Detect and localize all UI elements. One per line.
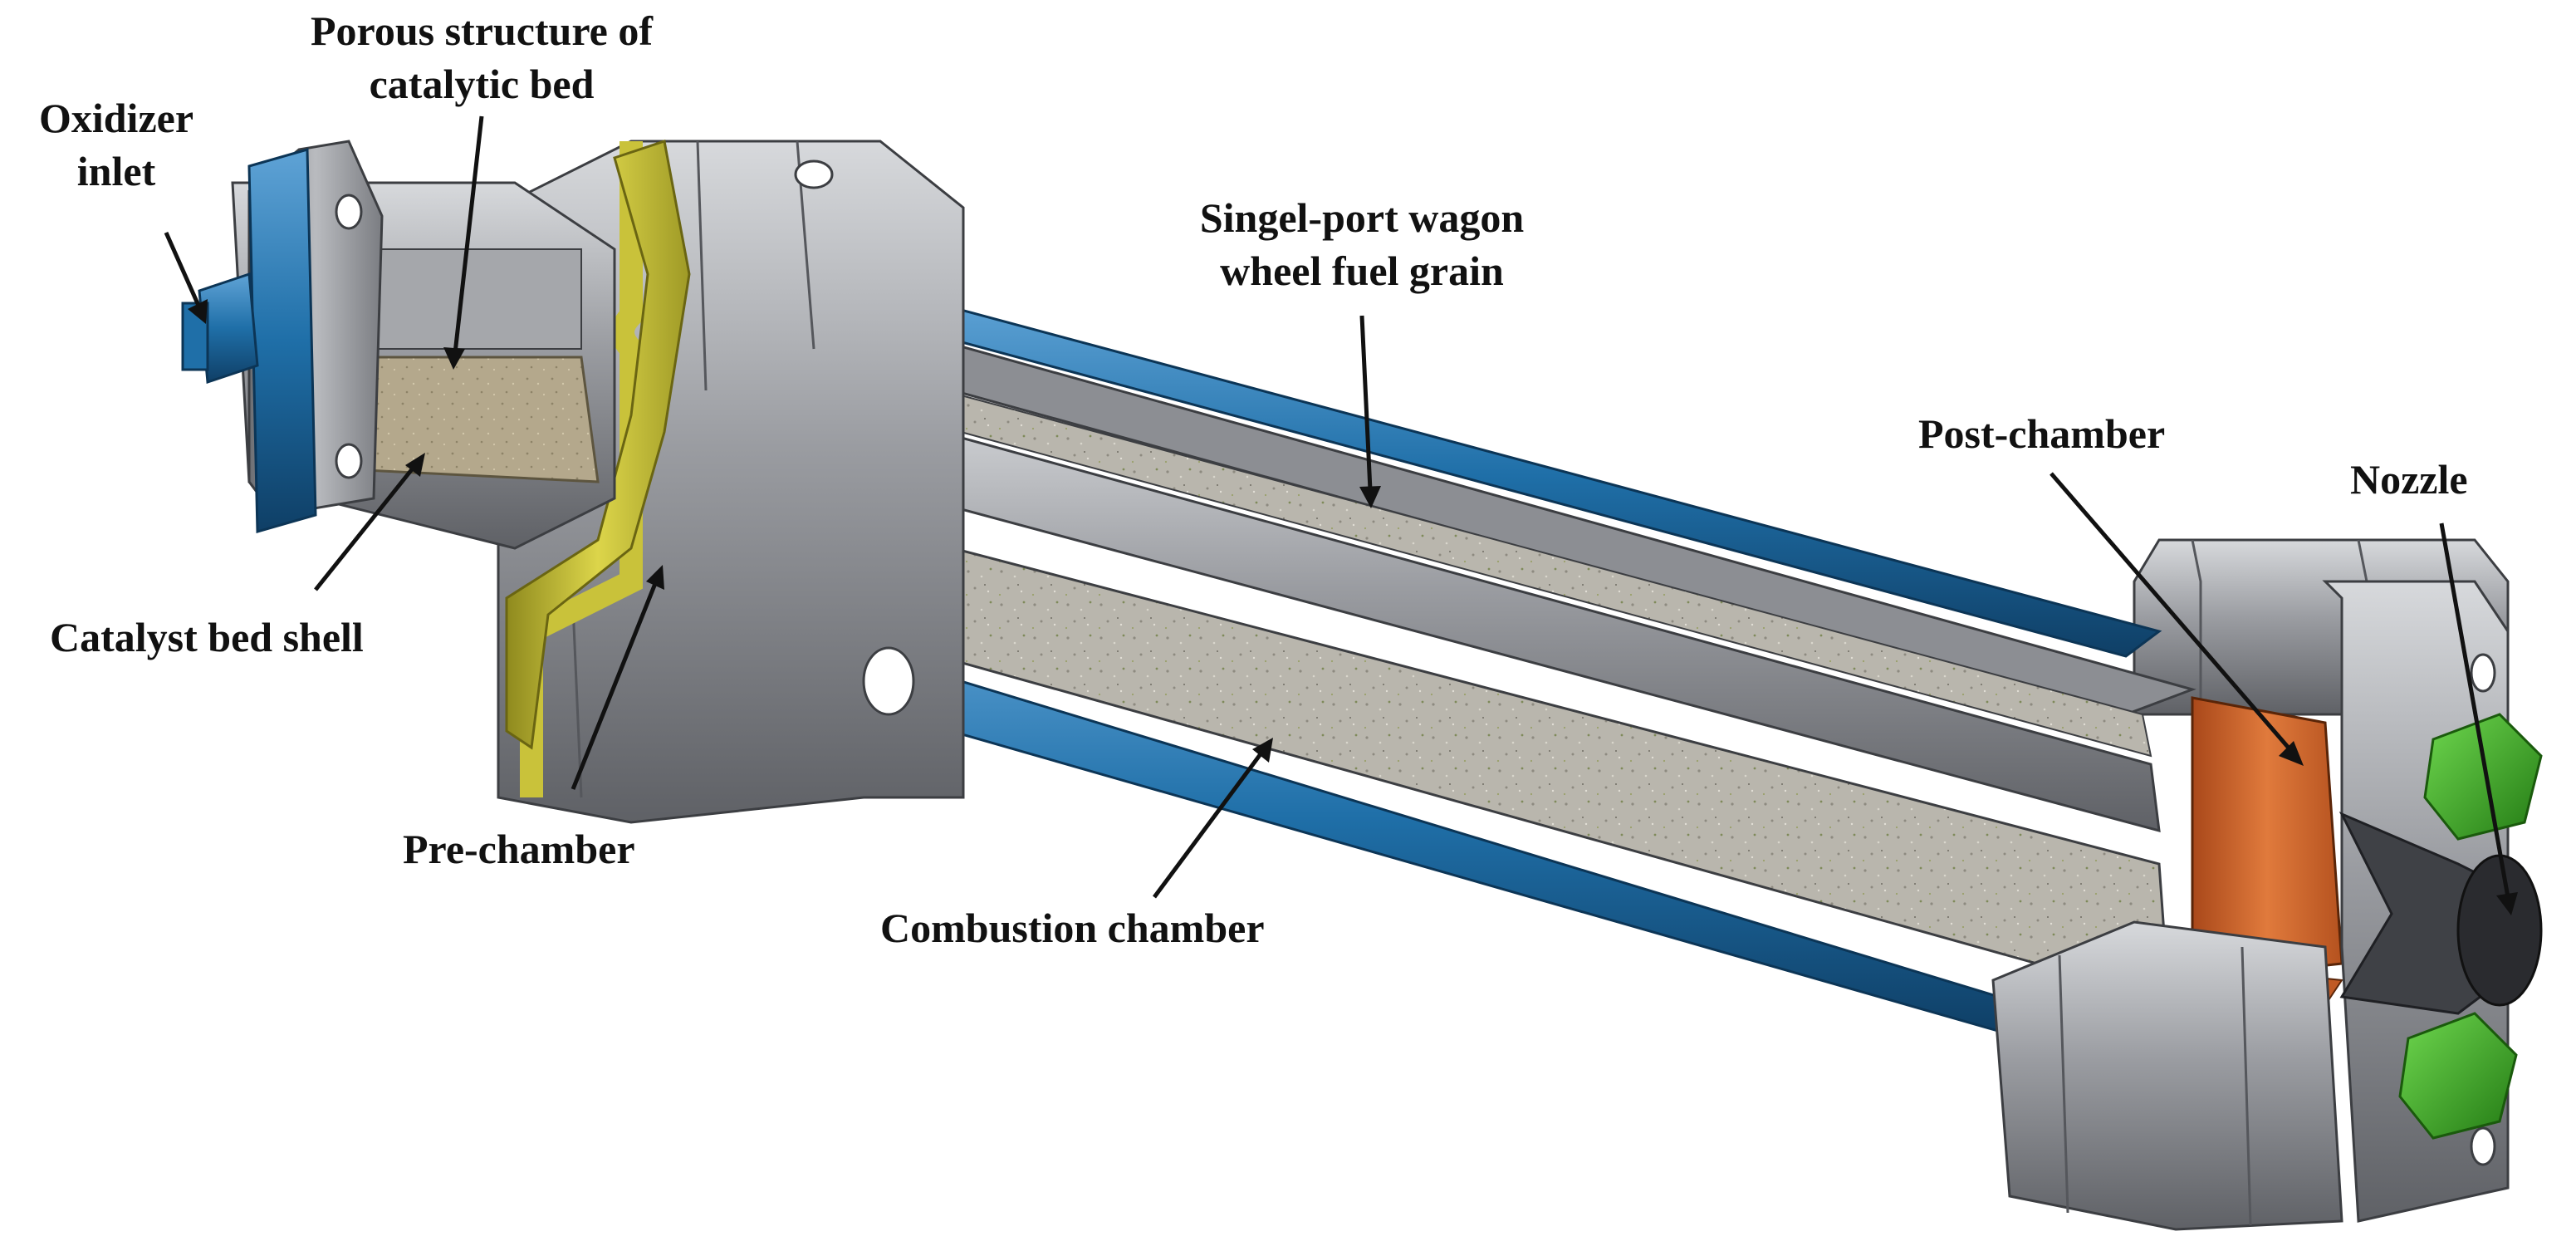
arrow-porous-structure [453,115,484,354]
arrowhead-catalyst-bed-shell [405,453,425,477]
arrowhead-oxidizer-inlet [188,299,208,324]
label-porous-structure-line-1: Porous structure of [311,7,653,54]
label-nozzle-text: Nozzle [2350,456,2468,503]
yellow-gasket [505,140,691,750]
arrow-pre-chamber [571,581,659,790]
label-oxidizer-inlet-line-1: Oxidizer [38,95,194,141]
label-post-chamber-text: Post-chamber [1918,410,2166,457]
label-nozzle: Nozzle [2350,453,2468,506]
label-fuel-grain-line-2: wheel fuel grain [1220,248,1504,294]
oxidizer-inlet-port [181,272,259,385]
label-combustion-chamber-text: Combustion chamber [880,905,1265,951]
arrowhead-combustion-chamber [1252,738,1273,763]
label-pre-chamber: Pre-chamber [403,822,635,876]
arrowhead-post-chamber [2279,741,2304,766]
arrowhead-porous-structure [443,347,465,370]
arrow-fuel-grain [1359,315,1373,491]
label-catalyst-bed-shell-text: Catalyst bed shell [50,614,364,660]
label-pre-chamber-text: Pre-chamber [403,826,635,872]
arrow-combustion-chamber [1152,750,1265,899]
label-oxidizer-inlet: Oxidizer inlet [8,91,224,198]
label-fuel-grain-line-1: Singel-port wagon [1199,194,1525,241]
label-porous-structure: Porous structure of catalytic bed [249,4,714,110]
arrow-post-chamber [2050,472,2294,753]
label-catalyst-bed-shell: Catalyst bed shell [50,611,364,664]
label-fuel-grain: Singel-port wagon wheel fuel grain [1104,191,1619,297]
arrow-nozzle [2439,522,2510,898]
arrow-oxidizer-inlet [164,231,202,309]
arrowhead-nozzle [2496,892,2518,915]
leader-arrows [164,115,2518,915]
label-oxidizer-inlet-line-2: inlet [76,148,156,194]
label-porous-structure-line-2: catalytic bed [369,61,595,107]
label-post-chamber: Post-chamber [1918,407,2165,460]
arrow-catalyst-bed-shell [314,464,417,591]
nozzle-retainer [2398,713,2543,1140]
arrowhead-fuel-grain [1359,486,1381,508]
label-combustion-chamber: Combustion chamber [880,901,1265,954]
oxidizer-inlet-flange [247,140,384,533]
arrowhead-pre-chamber [646,565,664,590]
nozzle-cone [2338,812,2543,1015]
